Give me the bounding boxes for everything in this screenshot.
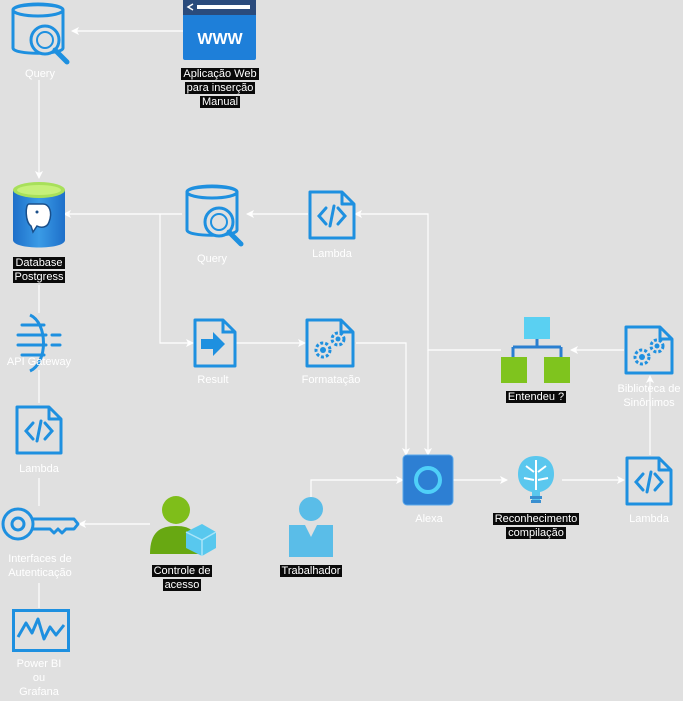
label-api-gateway: API Gateway <box>6 356 72 368</box>
label-formatacao: Formatação <box>301 374 361 386</box>
edge-trabalhador-to-alexa <box>310 476 404 497</box>
label-query-top: Query <box>25 68 55 80</box>
key-icon[interactable] <box>1 507 80 541</box>
label-lambda-right: Lambda <box>629 513 669 525</box>
label-powerbi: Power BI ou Grafana <box>16 658 62 698</box>
edge-entendeu-to-lambda <box>354 210 501 351</box>
connectors <box>35 27 654 608</box>
www-text: WWW <box>197 31 243 48</box>
label-web-app: Aplicação Web para inserção Manual <box>175 67 265 109</box>
label-entendeu: Entendeu ? <box>494 390 578 404</box>
label-database: Database Postgress <box>4 256 74 284</box>
edge-db-to-result <box>159 214 194 347</box>
label-controle-text: Controle de acesso <box>151 565 213 591</box>
user-access-control-icon[interactable] <box>150 496 217 556</box>
label-controle: Controle de acesso <box>141 564 223 592</box>
label-entendeu-text: Entendeu ? <box>505 391 567 403</box>
label-database-text: Database Postgress <box>12 257 66 283</box>
label-lambda-top: Lambda <box>312 248 352 260</box>
biblioteca-gears-icon[interactable] <box>624 325 674 375</box>
label-interfaces: Interfaces de Autenticação <box>8 553 72 579</box>
label-trabalhador: Trabalhador <box>270 564 352 578</box>
decision-tree-icon[interactable] <box>501 317 570 383</box>
alexa-icon[interactable] <box>402 454 454 506</box>
query-icon[interactable] <box>185 184 244 247</box>
label-alexa: Alexa <box>415 513 443 525</box>
label-trabalhador-text: Trabalhador <box>279 565 343 577</box>
query-icon[interactable] <box>11 2 70 65</box>
postgres-database-icon[interactable] <box>13 182 65 248</box>
label-web-app-text: Aplicação Web para inserção Manual <box>181 68 259 108</box>
label-reconhecimento: Reconhecimento compilação <box>484 512 588 540</box>
lambda-code-icon[interactable] <box>308 190 356 240</box>
worker-user-icon[interactable] <box>289 497 333 557</box>
label-lambda-left: Lambda <box>19 463 59 475</box>
edge-formatacao-to-alexa <box>356 342 410 456</box>
monitoring-chart-icon[interactable] <box>12 609 70 652</box>
label-biblioteca: Biblioteca de Sinônimos <box>617 383 681 409</box>
result-icon[interactable] <box>193 318 237 368</box>
label-query-mid: Query <box>197 253 227 265</box>
label-result: Result <box>197 374 229 386</box>
web-app-icon[interactable]: WWW <box>183 0 256 60</box>
brain-ai-icon[interactable] <box>518 456 554 503</box>
label-reconhecimento-text: Reconhecimento compilação <box>492 513 580 539</box>
lambda-code-icon[interactable] <box>15 405 63 455</box>
formatacao-gears-icon[interactable] <box>305 318 355 368</box>
lambda-code-icon[interactable] <box>625 456 673 506</box>
api-gateway-icon[interactable] <box>16 313 62 373</box>
